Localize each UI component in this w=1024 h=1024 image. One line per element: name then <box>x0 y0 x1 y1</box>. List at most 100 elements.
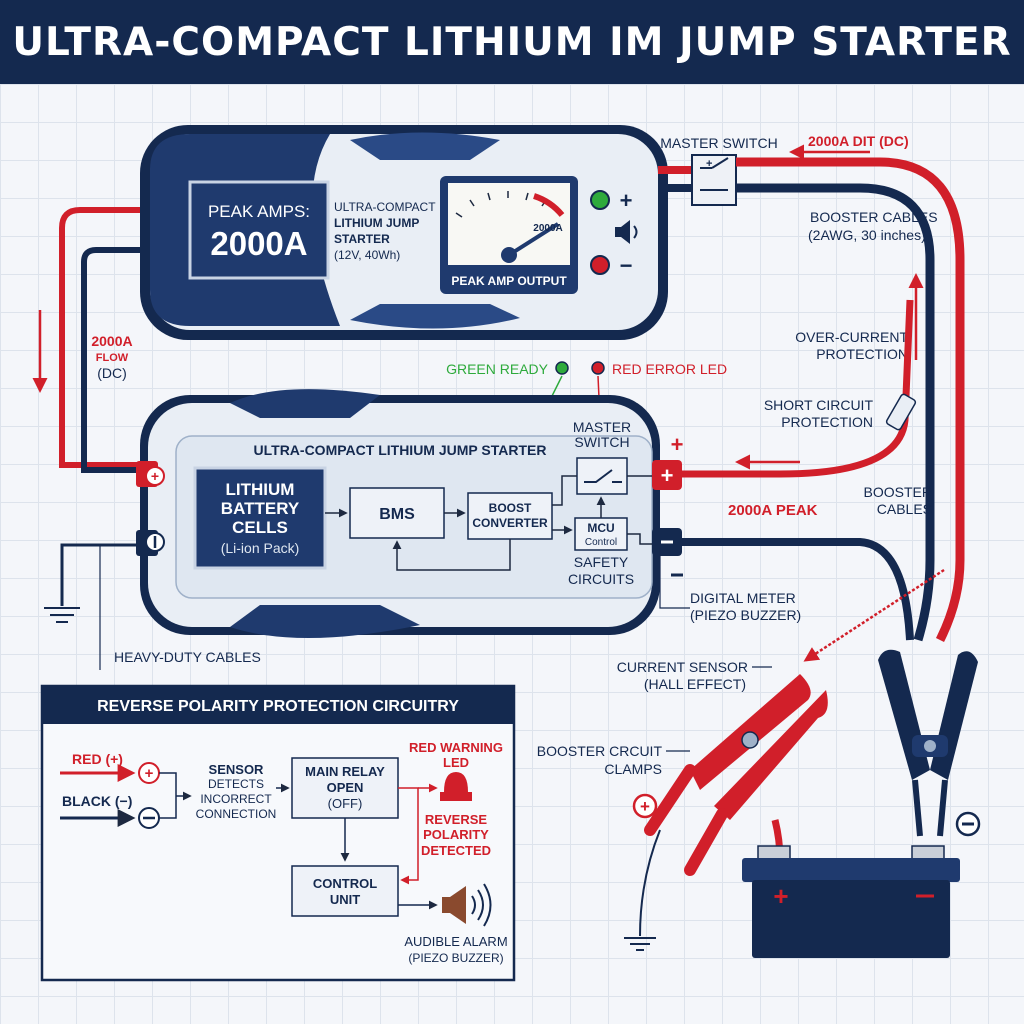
current-sensor-line1: CURRENT SENSOR <box>617 659 748 675</box>
svg-text:+: + <box>661 463 674 488</box>
lower-unit-title: ULTRA-COMPACT LITHIUM JUMP STARTER <box>254 442 547 458</box>
gauge-needle <box>507 222 560 257</box>
lower-jump-starter-unit: ULTRA-COMPACT LITHIUM JUMP STARTER LITHI… <box>136 389 684 639</box>
short-circuit-line2: PROTECTION <box>781 414 873 430</box>
control-line1: CONTROL <box>313 876 377 891</box>
reverse-polarity-inset: REVERSE POLARITY PROTECTION CIRCUITRY RE… <box>40 684 516 982</box>
svg-text:+: + <box>671 432 684 457</box>
relay-line2: OPEN <box>327 780 364 795</box>
warning-line2: LED <box>443 755 469 770</box>
unit-name-line1: ULTRA-COMPACT <box>334 200 436 214</box>
mcu-line2: Control <box>585 537 617 548</box>
reverse-line3: DETECTED <box>421 843 491 858</box>
bms-label: BMS <box>379 506 415 523</box>
minus-symbol: − <box>620 253 633 278</box>
gauge-red-zone <box>532 193 565 217</box>
unit-name-line2: LITHIUM JUMP <box>334 216 419 230</box>
gauge-max-label: 2000A <box>533 223 562 234</box>
boost-line2: CONVERTER <box>472 516 548 530</box>
red-led <box>591 361 605 375</box>
page-title: ULTRA-COMPACT LITHIUM IM JUMP STARTER <box>0 0 1024 84</box>
ground-icon-left <box>44 607 80 623</box>
svg-text:+: + <box>706 158 712 170</box>
safety-line1: SAFETY <box>574 554 629 570</box>
svg-text:+: + <box>640 797 650 816</box>
sensor-line3: INCORRECT <box>200 792 272 806</box>
alarm-line2: (PIEZO BUZZER) <box>408 951 503 965</box>
main-relay-box <box>291 757 399 819</box>
left-red-loop <box>59 207 140 468</box>
master-switch-box <box>691 154 737 206</box>
svg-text:+: + <box>773 881 788 911</box>
heavy-duty-label: HEAVY-DUTY CABLES <box>114 649 261 665</box>
green-led <box>555 361 569 375</box>
lower-black-cable <box>682 538 914 641</box>
current-top-label: 2000A DIT (DC) <box>808 133 909 149</box>
sensor-line2: DETECTS <box>208 777 264 791</box>
speaker-icon <box>615 220 638 244</box>
bms-box <box>349 487 445 539</box>
battery-line3: CELLS <box>232 518 288 537</box>
short-circuit-line1: SHORT CIRCUIT <box>764 397 874 413</box>
mcu-line1: MCU <box>587 521 614 535</box>
battery-line2: BATTERY <box>221 499 300 518</box>
master-switch-lower <box>576 457 628 495</box>
digital-meter-line2: (PIEZO BUZZER) <box>690 607 801 623</box>
clamps-line2: CLAMPS <box>604 761 662 777</box>
booster-cables-right-line2: CABLES <box>877 501 932 517</box>
unit-name-line3: STARTER <box>334 232 390 246</box>
plus-symbol: + <box>620 188 633 213</box>
battery-line1: LITHIUM <box>226 480 295 499</box>
switch-line2: SWITCH <box>574 434 629 450</box>
sensor-line4: CONNECTION <box>196 807 277 821</box>
alarm-line1: AUDIBLE ALARM <box>404 934 507 949</box>
black-clamp <box>878 649 981 837</box>
inline-fuse <box>885 393 917 431</box>
current-sensor-line2: (HALL EFFECT) <box>644 676 746 692</box>
svg-text:+: + <box>151 468 159 484</box>
switch-symbol <box>700 157 729 191</box>
reverse-line2: POLARITY <box>423 827 489 842</box>
green-indicator <box>590 190 610 210</box>
top-jump-starter-unit: PEAK AMPS: 2000A ULTRA-COMPACT LITHIUM J… <box>140 125 668 340</box>
peak-label: 2000A PEAK <box>728 502 818 519</box>
booster-cables-right-line1: BOOSTER <box>864 484 932 500</box>
flow-left-line1: 2000A <box>91 333 132 349</box>
warning-line1: RED WARNING <box>409 740 503 755</box>
digital-meter-line1: DIGITAL METER <box>690 590 796 606</box>
inset-black-in: BLACK (−) <box>62 793 132 809</box>
red-booster-cable <box>736 157 965 643</box>
booster-cables-top-line1: BOOSTER CABLES <box>810 209 938 225</box>
display-line2: 2000A <box>210 225 307 262</box>
sensor-line1: SENSOR <box>209 762 265 777</box>
lower-right-positive-terminal <box>652 460 682 490</box>
warning-led-icon <box>440 772 472 801</box>
peak-amps-display <box>188 180 330 280</box>
control-line2: UNIT <box>330 892 360 907</box>
left-black-loop <box>81 247 140 473</box>
over-current-line2: PROTECTION <box>816 346 908 362</box>
battery-line4: (Li-ion Pack) <box>221 540 300 556</box>
flow-left-line2: FLOW <box>96 352 129 364</box>
flow-left-line3: (DC) <box>97 365 127 381</box>
black-booster-cable <box>736 183 935 642</box>
safety-line2: CIRCUITS <box>568 571 634 587</box>
svg-text:+: + <box>145 765 154 782</box>
current-sensor-arrow <box>803 568 945 662</box>
control-unit-box <box>291 865 399 917</box>
ground-icon-right <box>624 937 656 951</box>
switch-line1: MASTER <box>573 419 631 435</box>
red-clamp: + <box>632 674 828 876</box>
buzzer-icon <box>442 883 492 927</box>
clamps-line1: BOOSTER CRCUIT <box>537 743 663 759</box>
inset-title: REVERSE POLARITY PROTECTION CIRCUITRY <box>97 698 459 715</box>
jump-starter-diagram: PEAK AMPS: 2000A ULTRA-COMPACT LITHIUM J… <box>32 125 981 982</box>
green-led-label: GREEN READY <box>446 361 549 377</box>
gauge-label: PEAK AMP OUTPUT <box>451 274 567 288</box>
boost-line1: BOOST <box>489 501 532 515</box>
reverse-line1: REVERSE <box>425 812 487 827</box>
relay-line1: MAIN RELAY <box>305 764 385 779</box>
display-line1: PEAK AMPS: <box>208 202 310 221</box>
car-battery: + <box>742 845 960 958</box>
red-indicator <box>590 255 610 275</box>
